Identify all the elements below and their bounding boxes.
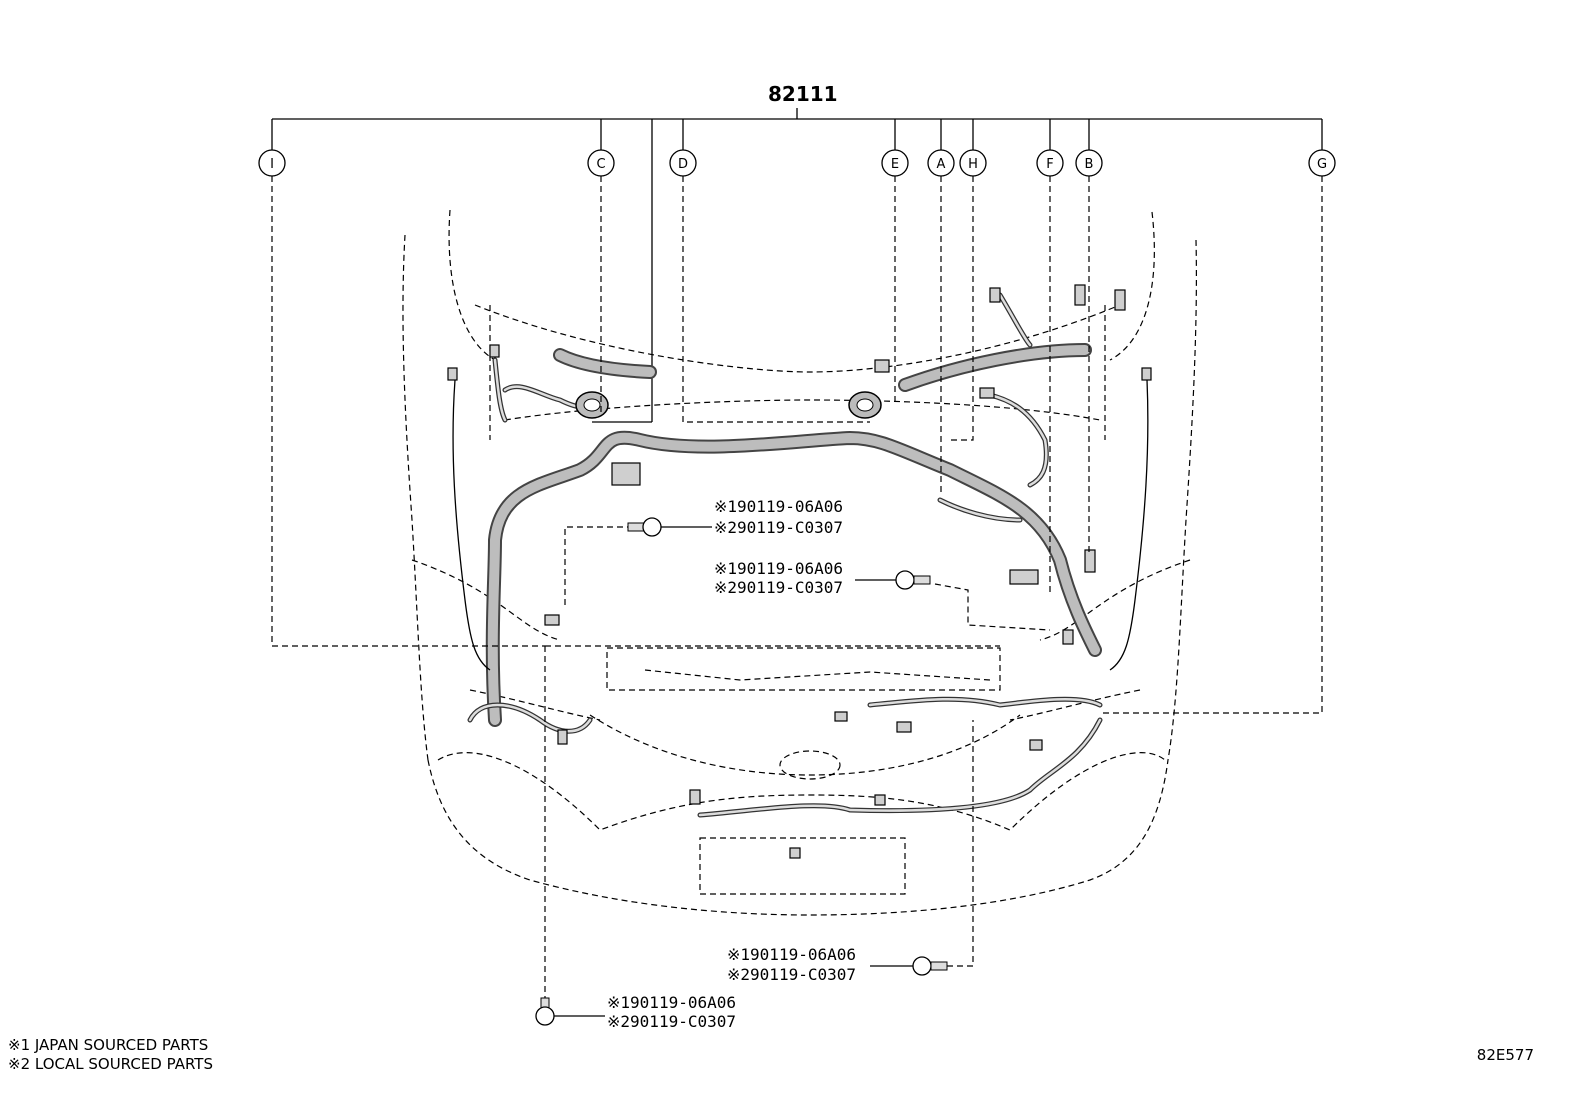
part-code-middle-1: ※190119-06A06 xyxy=(714,559,843,578)
part-code-upper-left-1: ※190119-06A06 xyxy=(714,497,843,516)
note-japan-sourced: ※1 JAPAN SOURCED PARTS xyxy=(8,1036,209,1054)
callout-A: A xyxy=(927,149,955,177)
diagram-code: 82E577 xyxy=(1476,1046,1534,1064)
car-body-outline xyxy=(402,209,1197,916)
callout-I: I xyxy=(258,149,286,177)
svg-text:C: C xyxy=(596,157,605,172)
callout-G: G xyxy=(1308,149,1336,177)
main-harness xyxy=(485,343,1102,727)
svg-text:B: B xyxy=(1085,157,1094,172)
callout-H: H xyxy=(959,149,987,177)
part-code-middle-2: ※290119-C0307 xyxy=(714,578,843,597)
svg-text:G: G xyxy=(1317,157,1327,172)
bolt-middle xyxy=(855,570,1051,631)
callout-stems xyxy=(271,119,1323,422)
callout-F: F xyxy=(1036,149,1064,177)
bolt-bottom-right xyxy=(870,720,974,976)
svg-text:F: F xyxy=(1046,157,1053,172)
svg-text:H: H xyxy=(968,157,978,172)
note-local-sourced: ※2 LOCAL SOURCED PARTS xyxy=(8,1055,213,1073)
part-code-bottom-left-1: ※190119-06A06 xyxy=(607,993,736,1012)
part-number-title: 82111 xyxy=(768,82,838,106)
part-code-upper-left-2: ※290119-C0307 xyxy=(714,518,843,537)
callout-leaders xyxy=(271,176,1323,714)
callout-E: E xyxy=(881,149,909,177)
part-code-bottom-right-2: ※290119-C0307 xyxy=(727,965,856,984)
part-code-bottom-left-2: ※290119-C0307 xyxy=(607,1012,736,1031)
svg-text:E: E xyxy=(891,157,899,172)
part-code-bottom-right-1: ※190119-06A06 xyxy=(727,945,856,964)
callout-B: B xyxy=(1075,149,1103,177)
svg-text:I: I xyxy=(270,157,274,172)
callout-C: C xyxy=(587,149,615,177)
svg-text:A: A xyxy=(937,157,946,172)
bolt-bottom-left xyxy=(535,646,605,1026)
connectors xyxy=(447,284,1152,859)
svg-text:D: D xyxy=(678,157,688,172)
bolt-upper-left xyxy=(564,517,712,605)
branch-wires xyxy=(452,292,1149,818)
callout-D: D xyxy=(669,149,697,177)
grommets xyxy=(575,391,882,419)
